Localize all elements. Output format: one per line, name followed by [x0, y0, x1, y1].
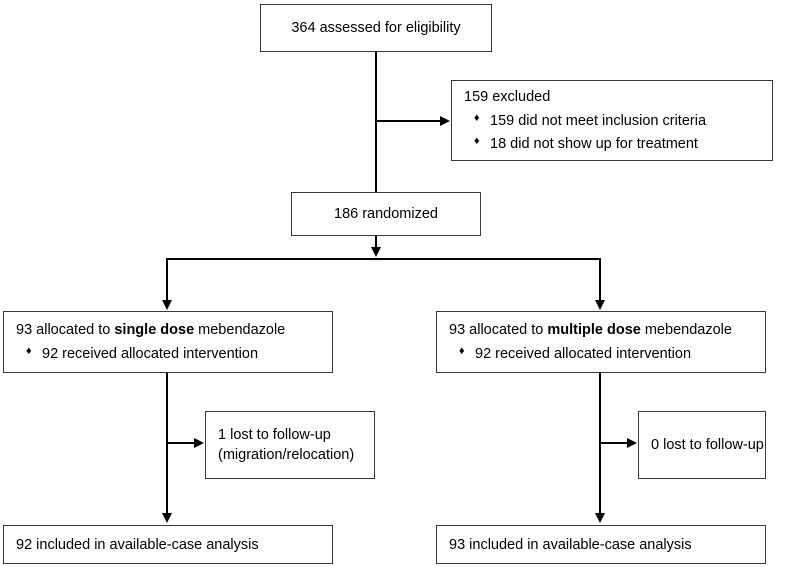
node-excluded-heading: 159 excluded	[464, 89, 551, 105]
list-item: ♦ 92 received allocated intervention	[16, 344, 332, 364]
list-item-label: 159 did not meet inclusion criteria	[490, 113, 707, 129]
connector-to-left-lost-followup	[166, 442, 196, 444]
connector-randomized-to-split	[375, 236, 377, 248]
node-allocated-single-dose-bullets: ♦ 92 received allocated intervention	[16, 341, 332, 364]
node-allocated-single-dose: 93 allocated to single dose mebendazole …	[3, 311, 333, 373]
connector-to-right-lost-followup	[599, 442, 629, 444]
node-assessed-for-eligibility: 364 assessed for eligibility	[260, 4, 492, 52]
diamond-bullet-icon: ♦	[474, 135, 480, 147]
arrowhead-right-lost-followup	[627, 437, 637, 448]
allocated-right-suffix: mebendazole	[640, 322, 732, 338]
node-lost-left-line2: (migration/relocation)	[218, 447, 355, 463]
allocated-right-prefix: 93 allocated to	[449, 322, 548, 338]
node-lost-to-followup-right: 0 lost to follow-up	[638, 411, 766, 479]
arrowhead-left-analysis	[161, 513, 172, 523]
allocated-left-emphasis: single dose	[114, 322, 195, 338]
list-item-label: 92 received allocated intervention	[42, 346, 259, 362]
node-allocated-single-dose-heading: 93 allocated to single dose mebendazole	[16, 320, 332, 340]
connector-split-to-right-allocation	[599, 258, 601, 301]
node-allocated-multiple-dose: 93 allocated to multiple dose mebendazol…	[436, 311, 766, 373]
list-item: ♦ 159 did not meet inclusion criteria	[464, 111, 772, 131]
allocated-right-emphasis: multiple dose	[547, 322, 641, 338]
node-assessed-label: 364 assessed for eligibility	[291, 20, 461, 36]
list-item-label: 18 did not show up for treatment	[490, 136, 698, 152]
connector-assessed-to-randomized	[375, 51, 377, 193]
node-analysis-left-label: 92 included in available-case analysis	[16, 536, 259, 553]
arrowhead-left-lost-followup	[194, 437, 204, 448]
node-randomized-label: 186 randomized	[334, 206, 438, 222]
diamond-bullet-icon: ♦	[474, 112, 480, 124]
connector-split-bar	[166, 258, 601, 260]
node-analysis-right-label: 93 included in available-case analysis	[449, 536, 692, 553]
diamond-bullet-icon: ♦	[26, 345, 32, 357]
arrowhead-to-excluded	[440, 115, 450, 126]
node-randomized: 186 randomized	[291, 192, 481, 236]
list-item-label: 92 received allocated intervention	[475, 346, 692, 362]
node-analysis-left: 92 included in available-case analysis	[3, 525, 333, 564]
node-lost-left-line1: 1 lost to follow-up	[218, 427, 331, 443]
arrowhead-left-allocation	[161, 300, 172, 310]
node-excluded: 159 excluded ♦ 159 did not meet inclusion…	[451, 80, 773, 161]
node-analysis-right: 93 included in available-case analysis	[436, 525, 766, 564]
node-allocated-multiple-dose-heading: 93 allocated to multiple dose mebendazol…	[449, 320, 765, 340]
connector-split-to-left-allocation	[166, 258, 168, 301]
list-item: ♦ 92 received allocated intervention	[449, 344, 765, 364]
arrowhead-right-allocation	[594, 300, 605, 310]
node-lost-right-line1: 0 lost to follow-up	[651, 437, 764, 453]
arrowhead-right-analysis	[594, 513, 605, 523]
node-excluded-bullets: ♦ 159 did not meet inclusion criteria ♦ 18…	[464, 108, 772, 154]
node-allocated-multiple-dose-bullets: ♦ 92 received allocated intervention	[449, 341, 765, 364]
node-lost-to-followup-left: 1 lost to follow-up (migration/relocatio…	[205, 411, 375, 479]
list-item: ♦ 18 did not show up for treatment	[464, 134, 772, 154]
arrowhead-randomized-to-split	[370, 247, 381, 257]
connector-to-excluded	[375, 120, 442, 122]
diamond-bullet-icon: ♦	[459, 345, 465, 357]
allocated-left-suffix: mebendazole	[194, 322, 286, 338]
allocated-left-prefix: 93 allocated to	[16, 322, 115, 338]
